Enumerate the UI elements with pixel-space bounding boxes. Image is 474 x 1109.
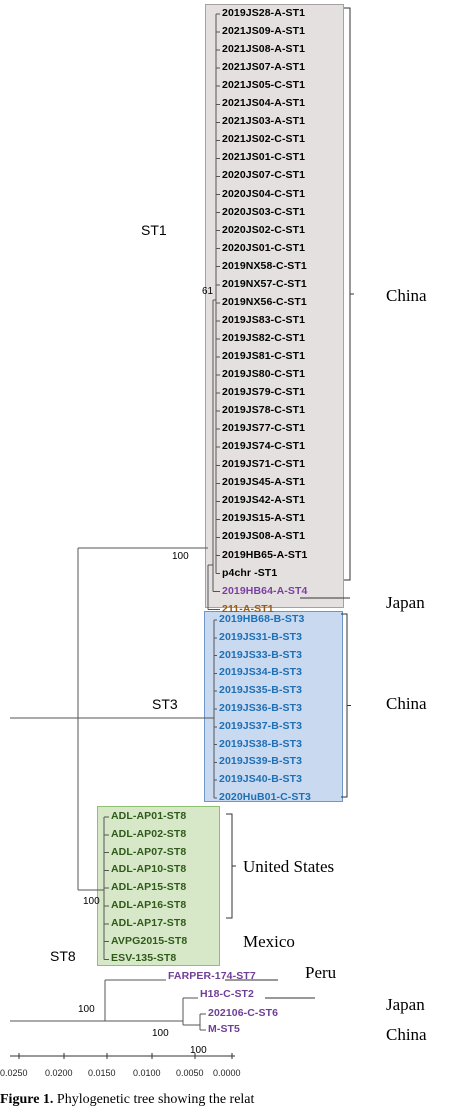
group-label-japan-211: Japan [386, 593, 425, 612]
leaf-label: 2020JS03-C-ST1 [222, 205, 306, 218]
caption-text: Phylogenetic tree showing the relat [53, 1092, 255, 1107]
group-label-united-states: United States [243, 857, 335, 876]
leaf-label: 2021JS04-A-ST1 [222, 97, 306, 110]
leaf-label: 2019NX56-C-ST1 [222, 295, 307, 308]
scale-tick-label: 0.0200 [45, 1068, 73, 1078]
leaf-label: 2019JS78-C-ST1 [222, 404, 306, 417]
leaf-label: 2019JS42-A-ST1 [222, 494, 306, 507]
leaf-label: 2021JS01-C-ST1 [222, 151, 306, 164]
group-label-china-st1: China [386, 286, 427, 305]
leaf-label: H18-C-ST2 [200, 988, 254, 1000]
leaf-label: 2019HB65-A-ST1 [222, 548, 308, 561]
bracket-china-st3 [341, 613, 348, 798]
leaf-label: 2020JS07-C-ST1 [222, 169, 306, 182]
leaf-label: 2019NX58-C-ST1 [222, 259, 307, 272]
st1-highlight-box [205, 4, 344, 608]
leaf-label: ADL-AP07-ST8 [111, 845, 187, 858]
leaf-label: 2021JS09-A-ST1 [222, 25, 306, 38]
leaf-label: 2019JS35-B-ST3 [219, 684, 303, 697]
bootstrap-st8-node: 100 [83, 896, 100, 907]
leaf-label: 2021JS05-C-ST1 [222, 79, 306, 92]
leaf-label: FARPER-174-ST7 [168, 970, 256, 982]
leaf-label: ADL-AP16-ST8 [111, 899, 187, 911]
leaf-label: 2019JS45-A-ST1 [222, 476, 306, 489]
st3-highlight-box [204, 611, 343, 802]
group-label-japan-h18: Japan [386, 995, 425, 1014]
leaf-label: 2020JS04-C-ST1 [222, 187, 306, 200]
leaf-label: ADL-AP01-ST8 [111, 810, 187, 822]
leaf-label: 2019JS31-B-ST3 [219, 630, 303, 643]
leaf-label: 2019JS28-A-ST1 [222, 7, 306, 19]
bootstrap-st6-node: 100 [152, 1028, 169, 1039]
leaf-label: ESV-135-ST8 [111, 952, 177, 965]
leaf-label: 2019HB68-B-ST3 [219, 613, 305, 625]
bracket-united-states [226, 813, 233, 919]
group-label-china-st6: China [386, 1025, 427, 1044]
leaf-label: 2019JS79-C-ST1 [222, 386, 306, 399]
group-label-mexico: Mexico [243, 932, 295, 951]
leaf-label: 2019JS77-C-ST1 [222, 422, 306, 435]
leaf-label: 2020HuB01-C-ST3 [219, 791, 311, 803]
leaf-label: 2019JS15-A-ST1 [222, 512, 306, 525]
leaf-label: 2019HB64-A-ST4 [222, 584, 308, 597]
leaf-label: 2019JS82-C-ST1 [222, 331, 306, 344]
leaf-label: 2019JS08-A-ST1 [222, 530, 306, 543]
clade-label-st8: ST8 [50, 948, 76, 964]
leaf-label: 211-A-ST1 [222, 602, 274, 615]
clade-label-st1: ST1 [141, 222, 167, 238]
leaf-label: 202106-C-ST6 [208, 1007, 279, 1019]
leaf-label: 2019NX57-C-ST1 [222, 277, 307, 290]
leaf-label: 2019JS39-B-ST3 [219, 755, 303, 768]
scale-tick-label: 0.0250 [0, 1068, 28, 1078]
leaf-label: 2019JS37-B-ST3 [219, 719, 303, 732]
bootstrap-outgroup-node: 100 [78, 1004, 95, 1015]
caption-prefix: Figure 1. [0, 1092, 54, 1107]
leaf-label: 2021JS07-A-ST1 [222, 61, 306, 74]
leaf-label: p4chr -ST1 [222, 566, 278, 579]
leaf-label: ADL-AP10-ST8 [111, 863, 187, 876]
scale-tick-label: 0.0000 [213, 1068, 241, 1078]
leaf-label: M-ST5 [208, 1023, 240, 1035]
leaf-label: 2019JS74-C-ST1 [222, 440, 306, 453]
leaf-label: 2020JS01-C-ST1 [222, 241, 306, 254]
leaf-label: AVPG2015-ST8 [111, 934, 188, 947]
leaf-label: 2021JS02-C-ST1 [222, 133, 306, 146]
leaf-label: 2019JS80-C-ST1 [222, 368, 306, 380]
clade-label-st3: ST3 [152, 696, 178, 712]
leaf-label: 2020JS02-C-ST1 [222, 223, 306, 236]
leaf-label: 2019JS36-B-ST3 [219, 702, 303, 714]
leaf-label: 2019JS40-B-ST3 [219, 773, 303, 786]
scale-tick-label: 0.0050 [176, 1068, 204, 1078]
bootstrap-61: 61 [202, 286, 214, 297]
leaf-label: 2019JS81-C-ST1 [222, 349, 306, 362]
scale-tick-label: 0.0100 [133, 1068, 161, 1078]
leaf-label: ADL-AP02-ST8 [111, 827, 187, 840]
bracket-china-st1 [344, 7, 351, 581]
group-label-peru: Peru [305, 963, 337, 982]
scale-tick-label: 0.0150 [88, 1068, 116, 1078]
bootstrap-st1-node: 100 [172, 551, 189, 562]
leaf-label: 2019JS71-C-ST1 [222, 458, 306, 471]
leaf-label: ADL-AP15-ST8 [111, 881, 187, 894]
leaf-label: 2021JS03-A-ST1 [222, 115, 306, 128]
figure-caption: Figure 1. Phylogenetic tree showing the … [0, 1092, 254, 1108]
leaf-label: 2021JS08-A-ST1 [222, 43, 306, 56]
leaf-label: 2019JS33-B-ST3 [219, 648, 303, 661]
leaf-label: ADL-AP17-ST8 [111, 916, 187, 929]
leaf-label: 2019JS38-B-ST3 [219, 737, 303, 750]
group-label-china-st3: China [386, 694, 427, 713]
bootstrap-st6b-node: 100 [190, 1045, 207, 1056]
leaf-label: 2019JS34-B-ST3 [219, 666, 303, 679]
st8-highlight-box [97, 806, 220, 966]
leaf-label: 2019JS83-C-ST1 [222, 313, 306, 326]
